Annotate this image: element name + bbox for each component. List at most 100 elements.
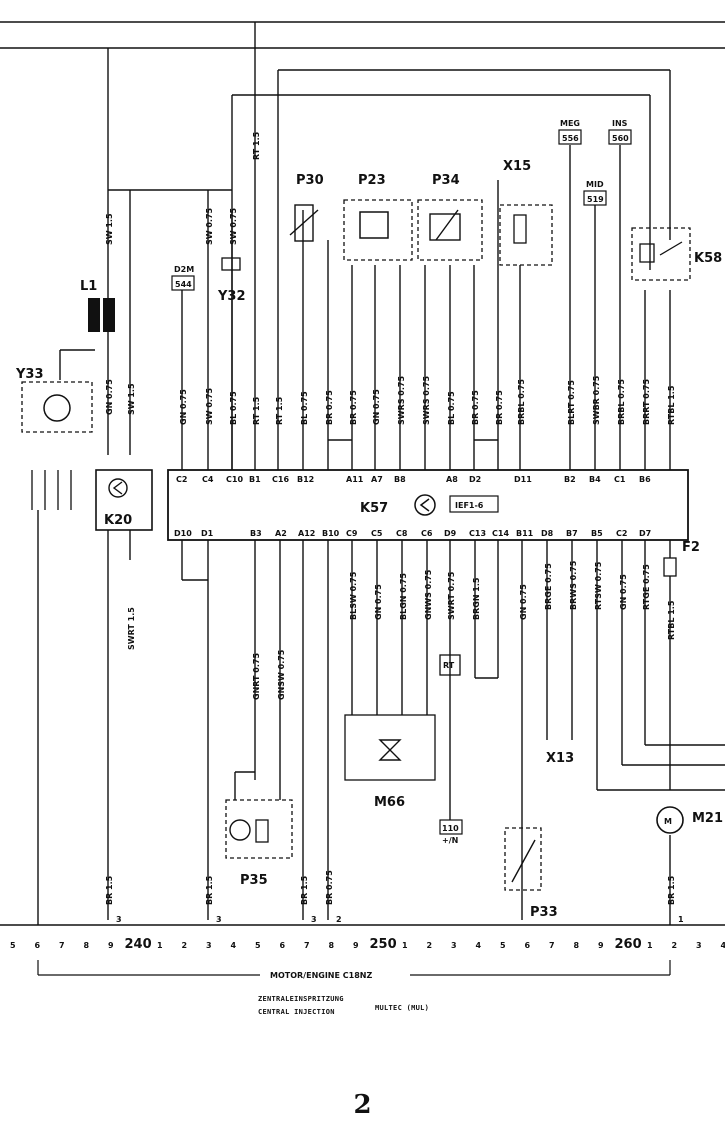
- valve-icon: [378, 739, 402, 761]
- pressure-sensor-icon: [359, 211, 389, 239]
- ins-value: 560: [612, 134, 629, 143]
- sensor-p35: P35: [225, 799, 293, 888]
- ruler-tick: 4: [476, 941, 482, 950]
- wire-label: SWRT 0.75: [447, 571, 456, 620]
- ruler-tick: 2: [182, 941, 188, 950]
- ruler-tick: 7: [304, 941, 310, 950]
- injector-icon: [43, 394, 71, 422]
- wire-label: BR 0.75: [349, 390, 358, 425]
- k57-bottom-pin: C13: [469, 529, 486, 538]
- k57-bottom-pin: B10: [322, 529, 340, 538]
- d2m-tag: D2M: [174, 265, 194, 274]
- mid-tag: MID: [586, 180, 604, 189]
- wire-label: BRBL 0.75: [517, 379, 526, 425]
- k57-top-pin: B2: [564, 475, 576, 484]
- wire-label: RTBL 1.5: [667, 600, 676, 640]
- svg-text:M: M: [664, 817, 672, 826]
- wire-label: RTBL 1.5: [667, 385, 676, 425]
- ground-pin: 3: [116, 915, 122, 924]
- k57-label: K57: [360, 501, 388, 516]
- ins-tag: INS: [612, 119, 628, 128]
- ruler-tick: 3: [696, 941, 702, 950]
- k58-label: K58: [694, 251, 722, 266]
- ruler-tick: 260: [615, 937, 642, 952]
- ruler-tick: 7: [59, 941, 65, 950]
- wire-label: SWRS 0.75: [397, 376, 406, 425]
- k57-bottom-pin: B7: [566, 529, 578, 538]
- ruler-tick: 8: [329, 941, 335, 950]
- x13-label: X13: [546, 751, 574, 766]
- wire-label: SW 0.75: [229, 207, 238, 245]
- wire-label: GNWS 0.75: [424, 569, 433, 620]
- idle-actuator-m66: M66: [344, 714, 436, 810]
- ground-wire-label: BR 1.5: [667, 875, 676, 905]
- sensor-p33: P33: [504, 827, 558, 920]
- wire-label: SWRT 1.5: [127, 607, 136, 650]
- ruler-tick: 9: [353, 941, 359, 950]
- fuse-f2: F2: [663, 540, 700, 577]
- page-number: 2: [353, 1090, 372, 1120]
- p34-label: P34: [432, 173, 460, 188]
- k57-bottom-pin: C6: [421, 529, 433, 538]
- connector-x13: X13: [546, 751, 574, 766]
- k57-bottom-pin: C2: [616, 529, 627, 538]
- k57-bottom-pin: B3: [250, 529, 262, 538]
- k57-top-pin: C10: [226, 475, 243, 484]
- y33-label: Y33: [15, 367, 44, 382]
- f2-label: F2: [682, 540, 700, 555]
- k57-bottom-pin: C14: [492, 529, 509, 538]
- ruler-tick: 4: [721, 941, 725, 950]
- wire-label: SW 1.5: [105, 213, 114, 245]
- ground-wire-label: BR 0.75: [325, 870, 334, 905]
- ground-wire-label: BR 1.5: [300, 875, 309, 905]
- d2m-value: 544: [175, 280, 192, 289]
- wire-label: GN 0.75: [619, 574, 628, 610]
- k57-top-pin: B1: [249, 475, 261, 484]
- terminal-110: 110: [442, 824, 459, 833]
- wire-label: RT 1.5: [275, 396, 284, 425]
- caption-line-1: ZENTRALEINSPRITZUNG: [258, 995, 344, 1003]
- ecu-k57: K57 IEF1-6: [167, 469, 689, 541]
- meg-tag: MEG: [560, 119, 580, 128]
- k20-label: K20: [104, 513, 132, 528]
- ruler-tick: 9: [108, 941, 114, 950]
- ruler-tick: 1: [157, 941, 163, 950]
- motor-icon: [656, 806, 684, 834]
- tags: D2M 544 MEG 556 MID 519 INS 560 RT 110 +…: [171, 119, 632, 845]
- meg-value: 556: [562, 134, 579, 143]
- k57-code: IEF1-6: [455, 501, 484, 510]
- wire-label: GN 0.75: [372, 389, 381, 425]
- ground-pin: 2: [336, 915, 342, 924]
- y32-label: Y32: [217, 289, 246, 304]
- k57-bottom-pin: C8: [396, 529, 408, 538]
- wire-label: BRBL 0.75: [617, 379, 626, 425]
- wire-label: BR 0.75: [495, 390, 504, 425]
- ruler-tick: 6: [280, 941, 286, 950]
- k57-top-pin: B6: [639, 475, 651, 484]
- k57-top-pin: A7: [371, 475, 383, 484]
- k57-bottom-pin: B5: [591, 529, 603, 538]
- ruler-tick: 6: [525, 941, 531, 950]
- sensor-p23: P23: [343, 173, 413, 261]
- sensor-p30: P30: [289, 173, 324, 242]
- wire-label: BR 0.75: [325, 390, 334, 425]
- ruler-tick: 5: [10, 941, 16, 950]
- ground-wire-label: BR 1.5: [105, 875, 114, 905]
- x15-label: X15: [503, 159, 531, 174]
- wire-label: BRRT 0.75: [642, 379, 651, 425]
- k57-bottom-pin: A2: [275, 529, 287, 538]
- wire-label: RT 1.5: [252, 396, 261, 425]
- wire-label: BLGN 0.75: [399, 573, 408, 620]
- wire-label: BRGN 1.5: [472, 577, 481, 620]
- wire-label: BR 0.75: [471, 390, 480, 425]
- wire-network: [0, 21, 725, 926]
- wire-label: GN 0.75: [179, 389, 188, 425]
- ruler-tick: 6: [35, 941, 41, 950]
- k57-top-pin: B12: [297, 475, 314, 484]
- k57-top-pin: D11: [514, 475, 532, 484]
- control-unit-icon: [108, 478, 128, 498]
